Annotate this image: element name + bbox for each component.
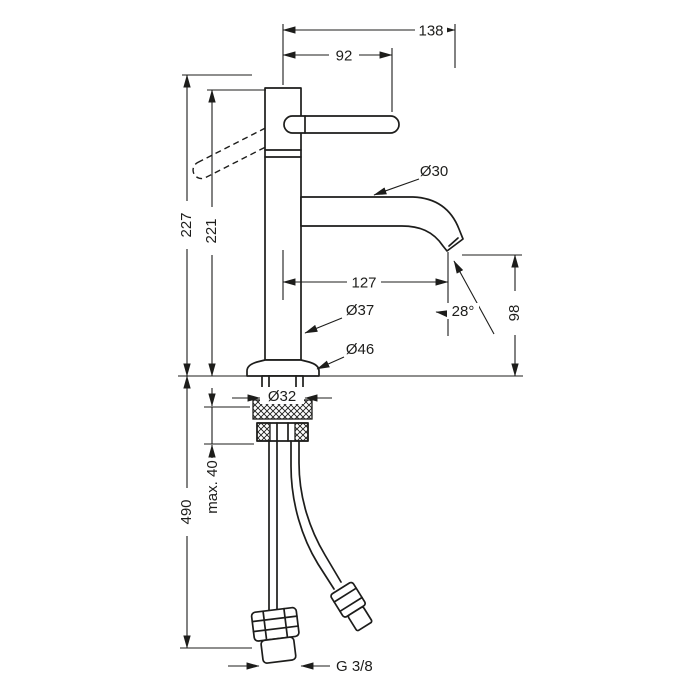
- faucet-outline: [192, 87, 464, 664]
- faucet-spout: [300, 196, 464, 252]
- dim-label-height-top: 221: [203, 218, 220, 243]
- dim-label-handle-width: 92: [336, 48, 353, 65]
- dim-label-height-raised: 227: [178, 212, 195, 237]
- dim-label-outlet-height: 98: [506, 305, 523, 322]
- hose-connector-right: [330, 581, 373, 632]
- leader-spout-diameter: [373, 178, 420, 196]
- supply-hose-right: [290, 440, 342, 590]
- supply-hose-left: [268, 440, 278, 612]
- leader-body-diameter: [304, 317, 343, 334]
- lock-ring: [256, 422, 309, 442]
- base-flange: [246, 359, 320, 377]
- dim-label-spout-reach: 127: [351, 275, 376, 292]
- dim-label-spout-diameter: Ø30: [420, 163, 448, 180]
- dimension-labels: 138 92 227 221 490 max. 40 Ø30 127 Ø37 Ø…: [178, 22, 523, 675]
- hose-connector-bottom: [250, 606, 300, 664]
- leader-base-diameter: [316, 356, 345, 370]
- angle-direction-line: [453, 260, 495, 335]
- dim-label-total-width: 138: [418, 23, 443, 40]
- dim-label-shank-diameter: Ø32: [268, 388, 296, 405]
- dim-label-max-mounting: max. 40: [204, 460, 221, 513]
- dim-label-hose-length: 490: [178, 499, 195, 524]
- faucet-handle: [283, 115, 400, 134]
- dim-label-base-diameter: Ø46: [346, 341, 374, 358]
- dim-label-connection-thread: G 3/8: [336, 658, 373, 675]
- dim-label-body-diameter: Ø37: [346, 302, 374, 319]
- dim-label-spout-angle: 28°: [452, 303, 475, 320]
